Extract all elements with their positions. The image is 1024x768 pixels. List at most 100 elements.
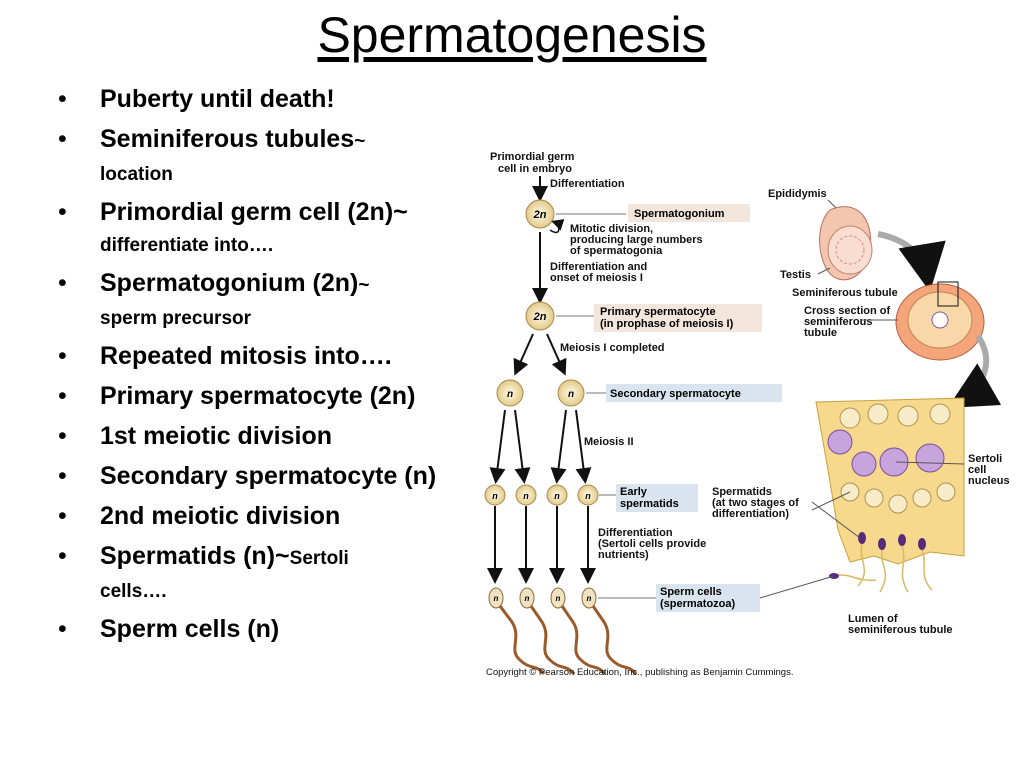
- mitotic-label-1: Mitotic division,: [570, 223, 653, 235]
- lumen-label-2: seminiferous tubule: [848, 624, 953, 636]
- sperm-tail: [560, 605, 607, 676]
- copyright-text: Copyright © Pearson Education, Inc., pub…: [486, 667, 793, 678]
- pointer-line: [895, 461, 965, 465]
- primary-box: [594, 304, 762, 332]
- diff-onset-label-1: Differentiation and: [550, 261, 647, 273]
- pointer-line: [811, 501, 861, 539]
- spermatogenesis-diagram: Primordial germ cell in embryo Different…: [484, 151, 1010, 678]
- bullet-item: 2nd meiotic division: [58, 501, 468, 532]
- cell-2n-label: 2n: [533, 311, 547, 323]
- meiosis2-label: Meiosis II: [584, 436, 634, 448]
- mitotic-label-3: of spermatogonia: [570, 245, 663, 257]
- cell-n-label: n: [556, 594, 561, 603]
- lumen-label-1: Lumen of: [848, 613, 898, 625]
- bullet-item: Puberty until death!: [58, 84, 468, 115]
- arrow-meiosis1-left: [513, 333, 534, 376]
- mitotic-loop-arrow: [549, 219, 565, 234]
- cell-n-label: n: [492, 491, 498, 501]
- primary-label-2: (in prophase of meiosis I): [600, 318, 734, 330]
- cell-2n-label: 2n: [533, 209, 547, 221]
- cell-n-label: n: [568, 389, 574, 400]
- bullet-tilde: ~: [275, 542, 290, 570]
- spermatogonium-cell: [525, 199, 555, 229]
- early-label-2: spermatids: [620, 498, 679, 510]
- sperm-cell: n: [519, 587, 576, 676]
- bullet-subtext: location: [100, 164, 173, 185]
- mitotic-label-2: producing large numbers: [570, 234, 703, 246]
- bullet-subtext: differentiate into….: [100, 235, 274, 256]
- bullet-text: Secondary spermatocyte (n): [100, 462, 437, 490]
- bullet-item: Sperm cells (n): [58, 614, 468, 645]
- early-label-1: Early: [620, 486, 648, 498]
- spermatogonium-box: [628, 204, 750, 222]
- bullet-item: Repeated mitosis into….: [58, 341, 468, 372]
- tubule-wall-detail: [815, 397, 965, 593]
- meiosis1-label: Meiosis I completed: [560, 342, 665, 354]
- seminiferous-tubule-label: Seminiferous tubule: [792, 287, 898, 299]
- secondary-cell: [496, 379, 524, 407]
- bullet-text: Seminiferous tubules: [100, 125, 355, 153]
- spermatid-cell: [546, 484, 568, 506]
- cross-label-2: seminiferous: [804, 316, 872, 328]
- bullet-list: Puberty until death! Seminiferous tubule…: [58, 84, 468, 654]
- zoom-arrow: [947, 334, 1002, 408]
- early-spermatids-box: [616, 484, 698, 512]
- bullet-tilde: ~: [354, 131, 366, 152]
- spermatids-label-2: (at two stages of: [712, 497, 799, 509]
- pointer-line: [817, 267, 831, 275]
- diff-onset-label-2: onset of meiosis I: [550, 272, 643, 284]
- pointer-line: [811, 491, 851, 511]
- sertoli-label-3: nucleus: [968, 475, 1010, 487]
- bullet-text: Spermatogonium (2n): [100, 269, 359, 297]
- diff-sertoli-2: (Sertoli cells provide: [598, 538, 706, 550]
- cell-n-label: n: [585, 491, 591, 501]
- differentiation-label: Differentiation: [550, 178, 625, 190]
- sperm-label-1: Sperm cells: [660, 586, 722, 598]
- bullet-item: Seminiferous tubules~ location: [58, 124, 468, 188]
- spermatogonium-label: Spermatogonium: [634, 208, 725, 220]
- bullet-text: Puberty until death!: [100, 85, 335, 113]
- bullet-item: Spermatogonium (2n)~sperm precursor: [58, 268, 468, 332]
- cross-label-1: Cross section of: [804, 305, 891, 317]
- zoom-arrow: [877, 231, 946, 292]
- sperm-label-2: (spermatozoa): [660, 598, 736, 610]
- bullet-item: Secondary spermatocyte (n): [58, 461, 468, 492]
- bullet-text: 1st meiotic division: [100, 422, 333, 450]
- bullet-text: Primordial germ cell (2n): [100, 198, 394, 226]
- bullet-text: Repeated mitosis into….: [100, 342, 392, 370]
- primary-spermatocyte-cell: [525, 301, 555, 331]
- cell-n-label: n: [494, 594, 499, 603]
- sperm-tail: [498, 605, 546, 676]
- slide-title: Spermatogenesis: [317, 7, 707, 63]
- cell-n-label: n: [507, 389, 513, 400]
- sperm-cell: n: [550, 587, 607, 676]
- spermatids-label-1: Spermatids: [712, 486, 772, 498]
- primordial-label-2: cell in embryo: [498, 163, 572, 175]
- sperm-tail: [529, 605, 576, 676]
- diff-sertoli-1: Differentiation: [598, 527, 673, 539]
- arrow-meiosis2: [514, 409, 531, 484]
- cell-n-label: n: [554, 491, 560, 501]
- diff-sertoli-3: nutrients): [598, 549, 649, 561]
- testis-illustration: [819, 206, 873, 281]
- bullet-tilde: ~: [358, 275, 370, 296]
- sperm-box: [656, 584, 760, 612]
- cross-label-3: tubule: [804, 327, 837, 339]
- sperm-tail: [591, 605, 638, 676]
- sperm-cell: n: [488, 587, 546, 676]
- secondary-cell: [557, 379, 585, 407]
- bullet-text: Primary spermatocyte (2n): [100, 382, 416, 410]
- bullet-item: 1st meiotic division: [58, 421, 468, 452]
- bullet-item: Primordial germ cell (2n)~ differentiate …: [58, 197, 468, 259]
- secondary-box: [606, 384, 782, 402]
- tubule-cross-section: [895, 281, 985, 361]
- arrow-meiosis2: [550, 409, 567, 484]
- bullet-text: 2nd meiotic division: [100, 502, 341, 530]
- bullet-item: Primary spermatocyte (2n): [58, 381, 468, 412]
- testis-label: Testis: [780, 269, 811, 281]
- cell-n-label: n: [523, 491, 529, 501]
- pointer-line: [759, 575, 835, 599]
- bullet-tilde: ~: [393, 198, 408, 226]
- epididymis-label: Epididymis: [768, 188, 827, 200]
